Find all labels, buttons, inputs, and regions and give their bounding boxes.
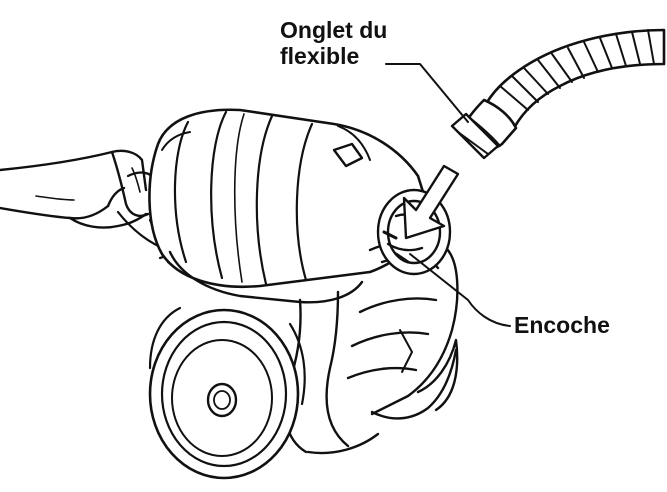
flexible-hose [450,28,666,160]
hose-tab-label: flexible [280,43,360,69]
wheel [148,306,306,480]
hose-tab-label: Onglet du [280,17,388,43]
notch-label: Encoche [514,312,610,338]
body-frame [168,238,459,455]
notch-leader-line [409,253,511,327]
insertion-arrow [402,164,460,240]
hand [0,149,150,229]
hose-tab-leader-line [385,63,469,123]
rear-wheel [416,338,459,412]
